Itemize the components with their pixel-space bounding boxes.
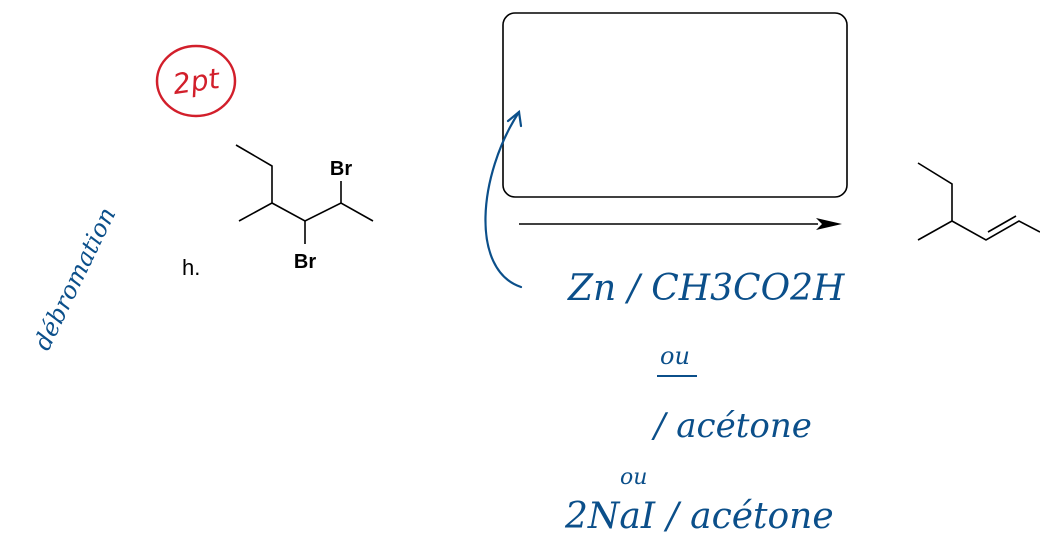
pointer-arrow <box>484 109 523 289</box>
or-separator-1: ou <box>660 342 690 370</box>
reagent-line-1: Zn / CH3CO2H <box>567 268 845 309</box>
or-separator-2: ou <box>620 465 647 490</box>
problem-label: h. <box>182 255 200 280</box>
margin-note: débromation <box>28 203 121 355</box>
bromine-atom-bottom: Br <box>294 251 316 273</box>
points-annotation: 2pt <box>155 44 237 118</box>
points-text: 2pt <box>171 62 223 101</box>
points-circle <box>155 44 237 118</box>
reagent-line-3: 2NaI / acétone <box>564 496 834 537</box>
reaction-arrow <box>519 218 842 230</box>
reactant-structure <box>235 144 374 244</box>
bromine-atom-top: Br <box>330 158 352 180</box>
answer-box[interactable] <box>502 12 848 198</box>
reagent-line-2: / acétone <box>651 406 812 446</box>
product-structure <box>917 162 1040 241</box>
